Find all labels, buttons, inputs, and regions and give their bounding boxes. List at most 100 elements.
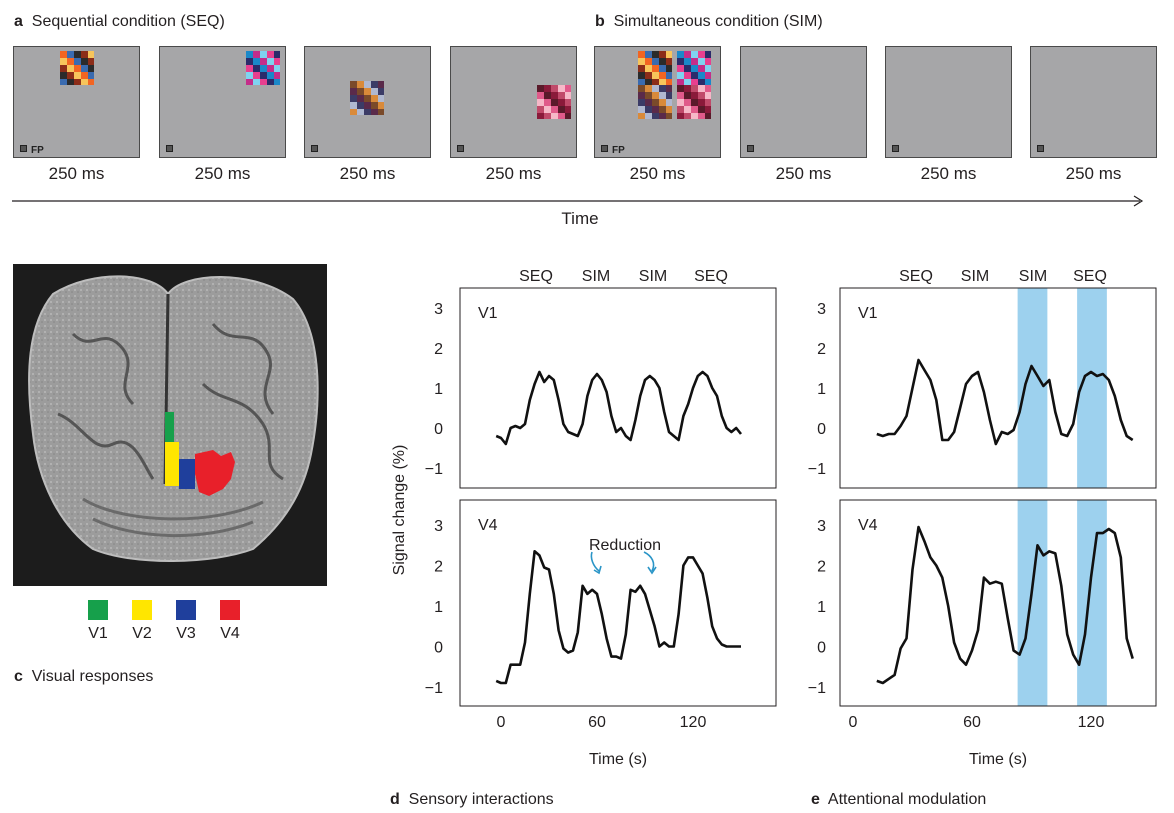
signal-line-v4 [495,549,741,685]
stimulus-image [638,85,672,119]
panel-d-letter: d [390,791,400,808]
panel-a-caption: a Sequential condition (SEQ) [14,13,225,31]
panel-a-title: Sequential condition (SEQ) [31,13,225,30]
panel-e-title: Attentional modulation [827,791,987,808]
brain-illustration [28,275,319,562]
legend-swatch-v4 [220,600,240,620]
fixation-point-label: FP [31,145,44,156]
y-tick-label: 1 [817,599,826,616]
y-tick-label: 0 [434,421,443,438]
y-tick-label: −1 [425,461,443,478]
area-label: V1 [478,305,498,322]
panel-a-letter: a [14,13,23,30]
y-axis-label: Signal change (%) [391,445,408,576]
x-tick-label: 120 [1078,714,1105,731]
x-tick-label: 0 [497,714,506,731]
panel-b-title: Simultaneous condition (SIM) [613,13,823,30]
stimulus-frame: FP [13,46,140,158]
x-tick-label: 120 [680,714,707,731]
duration-label: 250 ms [194,164,251,183]
stimulus-frame [885,46,1012,158]
stimulus-frame [1030,46,1157,158]
reduction-arrow-right-head [647,566,657,575]
legend-swatch-v1 [88,600,108,620]
brain-image [13,264,327,586]
attention-highlight-band [1017,500,1048,706]
condition-label: SIM [582,268,610,285]
y-tick-label: 3 [434,301,443,318]
condition-label: SIM [1019,268,1047,285]
x-axis-label: Time (s) [969,751,1027,768]
plot-frame [459,499,777,707]
stimulus-image [60,51,94,85]
plot-frame [839,287,1157,489]
legend-swatch-v3 [176,600,196,620]
condition-label: SEQ [694,268,728,285]
v4-region [195,450,235,496]
fixation-point-icon [892,145,899,152]
time-arrow [12,195,1144,207]
fixation-point-icon [311,145,318,152]
panel-d-title: Sensory interactions [408,791,554,808]
panel-b-letter: b [595,13,605,30]
v1-region [165,412,174,442]
y-tick-label: 0 [434,640,443,657]
attention-highlight-band [1077,288,1107,488]
y-tick-label: −1 [425,680,443,697]
duration-label: 250 ms [48,164,105,183]
condition-label: SIM [961,268,989,285]
reduction-annotation: Reduction [589,537,661,554]
condition-label: SIM [639,268,667,285]
y-tick-label: 2 [817,559,826,576]
legend-swatch-v2 [132,600,152,620]
stimulus-frame [304,46,431,158]
area-label: V4 [858,517,878,534]
fixation-point-icon [20,145,27,152]
y-tick-label: 1 [434,381,443,398]
condition-label: SEQ [1073,268,1107,285]
panel-e-letter: e [811,791,820,808]
fixation-point-icon [601,145,608,152]
fixation-point-icon [457,145,464,152]
v2-region [165,442,179,486]
reduction-arrow-left-head [593,565,602,575]
duration-label: 250 ms [629,164,686,183]
x-tick-label: 0 [849,714,858,731]
stimulus-frame: FP [594,46,721,158]
reduction-arrow-right [643,551,655,572]
legend-label-v2: V2 [132,625,152,642]
plot-frame [459,287,777,489]
reduction-arrow-left [590,551,600,572]
stimulus-image [350,81,384,115]
x-axis-label: Time (s) [589,751,647,768]
panel-c-title: Visual responses [31,668,154,685]
attention-highlight-band [1017,288,1048,488]
x-tick-label: 60 [963,714,981,731]
y-tick-label: 2 [434,341,443,358]
stimulus-image [638,51,672,85]
condition-label: SEQ [899,268,933,285]
y-tick-label: −1 [808,680,826,697]
duration-label: 250 ms [339,164,396,183]
panel-d-caption: d Sensory interactions [390,791,554,809]
duration-label: 250 ms [775,164,832,183]
fixation-point-icon [166,145,173,152]
panel-e-caption: e Attentional modulation [811,791,986,809]
stimulus-frame [740,46,867,158]
y-tick-label: 3 [817,518,826,535]
x-tick-label: 60 [588,714,606,731]
legend-label-v1: V1 [88,625,108,642]
legend-label-v4: V4 [220,625,240,642]
signal-line-v1 [876,358,1134,446]
y-tick-label: 3 [817,301,826,318]
v3-region [179,459,195,489]
y-tick-label: 3 [434,518,443,535]
y-tick-label: −1 [808,461,826,478]
stimulus-image [677,85,711,119]
stimulus-image [677,51,711,85]
signal-line-v1 [495,370,743,446]
y-tick-label: 1 [817,381,826,398]
panel-c-letter: c [14,668,23,685]
panel-b-caption: b Simultaneous condition (SIM) [595,13,823,31]
